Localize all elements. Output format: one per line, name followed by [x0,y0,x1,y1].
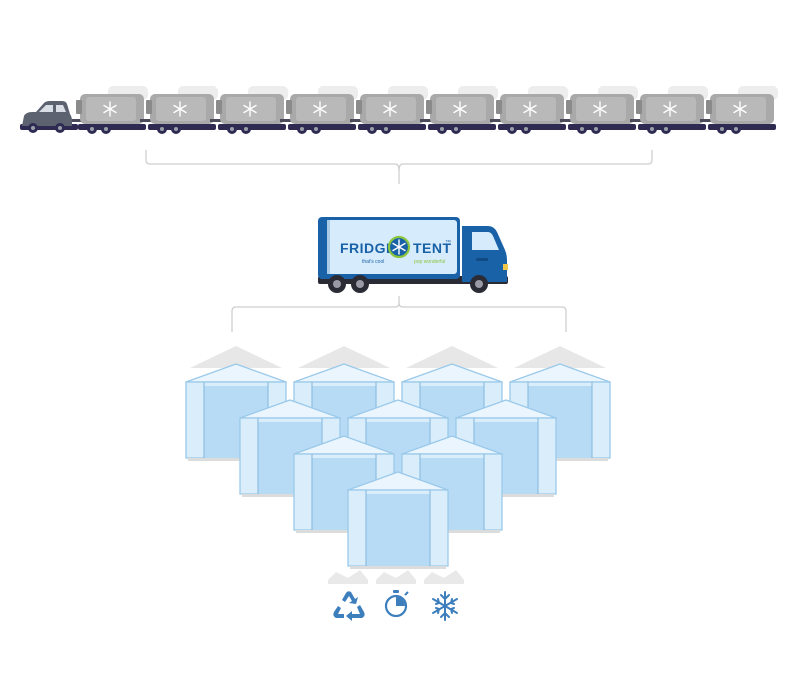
refrigerated-trailer [140,86,218,134]
refrigerated-trailer [630,86,708,134]
refrigerated-trailer [560,86,638,134]
brand-right-text: TENT [413,240,452,256]
refrigerated-trailer [70,86,148,134]
benefit-badge-background [424,570,464,584]
truck-wheels [328,275,488,293]
benefit-badge-background [376,570,416,584]
convoy-bracket [145,150,653,184]
refrigerated-trailer [280,86,358,134]
tagline-right-text: pop wonderful [414,259,445,265]
snowflake-icon [523,101,537,117]
refrigerated-trailer [420,86,498,134]
car-icon [20,101,78,133]
snowflake-icon [453,101,467,117]
stopwatch-icon [384,590,409,618]
snowflake-icon [432,591,458,621]
benefit-icon-backgrounds [328,570,464,584]
recycle-icon [333,591,365,621]
trademark-text: ™ [445,239,451,246]
refrigerated-trailer [350,86,428,134]
snowflake-icon [383,101,397,117]
snowflake-icon [173,101,187,117]
benefit-badge-background [328,570,368,584]
fridge-tent-grid [185,346,611,569]
fridge-tent [347,471,449,569]
snowflake-icon [663,101,677,117]
truck-bracket [231,296,567,332]
snowflake-icon [313,101,327,117]
brand-left-text: FRIDGE [340,240,396,256]
fridge-tent-truck: FRIDGE TENT ™ that's cool pop wonderful [318,217,508,293]
refrigerated-trailer [490,86,568,134]
snowflake-icon [733,101,747,117]
snowflake-icon [103,101,117,117]
snowflake-icon [593,101,607,117]
refrigerated-trailer-convoy [70,86,778,134]
brand-snowflake-badge [387,235,411,259]
snowflake-icon [243,101,257,117]
refrigerated-trailer [210,86,288,134]
benefit-icons [328,570,464,621]
refrigerated-trailer [700,86,778,134]
tagline-left-text: that's cool [362,259,384,265]
